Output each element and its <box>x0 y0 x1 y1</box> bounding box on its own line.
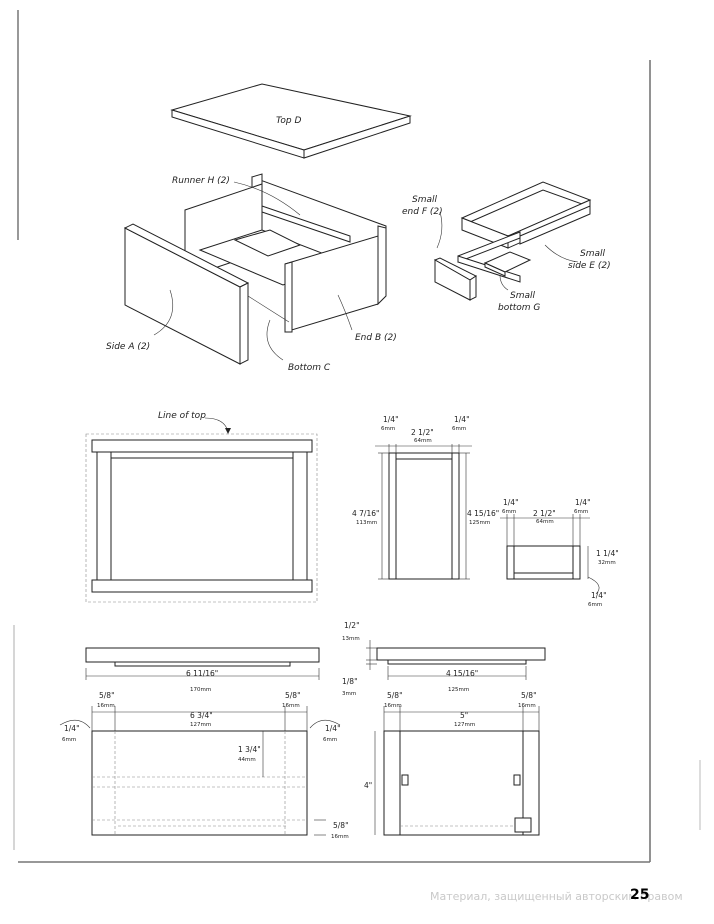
dim-end-elev-width-mm: 127mm <box>454 722 475 728</box>
dim-end-top-right-in: 1/4" <box>454 415 470 424</box>
dim-top-left-width-in: 6 11/16" <box>186 669 218 678</box>
dim-top-right-width-in: 4 15/16" <box>446 669 478 678</box>
dim-end-height-right-mm: 125mm <box>469 520 490 526</box>
dim-small-top-left-mm: 6mm <box>502 509 516 515</box>
dim-top-right-thickness-in: 1/2" <box>344 621 360 630</box>
front-view <box>85 417 318 603</box>
label-end-b: End B (2) <box>355 333 397 343</box>
label-runner-h: Runner H (2) <box>172 176 230 186</box>
dim-end-elev-right-margin-in: 5/8" <box>521 691 537 700</box>
exploded-leaders <box>153 181 579 361</box>
dim-top-right-lip-in: 1/8" <box>342 677 358 686</box>
dim-end-top-mid-mm: 64mm <box>414 438 432 444</box>
label-small-bottom-line1: Small <box>510 291 535 301</box>
end-elevation <box>374 706 540 836</box>
page-frame <box>13 10 701 863</box>
top-panel-d <box>170 83 412 159</box>
dim-side-left-edge-mm: 6mm <box>62 737 76 743</box>
dim-side-bottom-in: 5/8" <box>333 821 349 830</box>
dim-small-height-mm: 32mm <box>598 560 616 566</box>
dim-end-elev-left-margin-mm: 16mm <box>384 703 402 709</box>
label-side-a: Side A (2) <box>106 342 150 352</box>
dim-end-elev-height: 4" <box>364 781 372 790</box>
dim-top-left-width-mm: 170mm <box>190 687 211 693</box>
dim-side-bottom-mm: 16mm <box>331 834 349 840</box>
dim-small-top-mid-mm: 64mm <box>536 519 554 525</box>
dim-top-right-lip-mm: 3mm <box>342 691 356 697</box>
dim-small-bottom-in: 1/4" <box>591 591 607 600</box>
page-number: 25 <box>630 887 650 903</box>
top-section-left <box>85 647 320 680</box>
dim-side-height-mm: 44mm <box>238 757 256 763</box>
dim-small-top-mid-in: 2 1/2" <box>533 509 556 518</box>
end-view <box>375 444 472 580</box>
exploded-view: Top D <box>106 83 611 373</box>
dim-side-right-margin-mm: 16mm <box>282 703 300 709</box>
dim-side-inner-width-in: 6 3/4" <box>190 711 213 720</box>
dim-side-right-edge-in: 1/4" <box>325 724 341 733</box>
dim-side-left-edge-in: 1/4" <box>64 724 80 733</box>
dim-side-left-margin-in: 5/8" <box>99 691 115 700</box>
label-line-of-top: Line of top <box>158 411 206 421</box>
dim-small-top-right-in: 1/4" <box>575 498 591 507</box>
label-bottom-c: Bottom C <box>288 363 331 373</box>
main-box-carcass <box>123 173 387 365</box>
dim-side-right-edge-mm: 6mm <box>323 737 337 743</box>
dim-side-left-margin-mm: 16mm <box>97 703 115 709</box>
dim-end-elev-width-in: 5" <box>460 711 468 720</box>
dim-end-elev-left-margin-in: 5/8" <box>387 691 403 700</box>
label-small-side-line1: Small <box>580 249 605 259</box>
small-box-view <box>500 514 600 595</box>
copyright-watermark: Материал, защищенный авторским правом <box>430 890 683 903</box>
dim-end-height-right-in: 4 15/16" <box>467 509 499 518</box>
dim-small-height-in: 1 1/4" <box>596 549 619 558</box>
side-elevation <box>59 706 341 836</box>
dim-small-bottom-mm: 6mm <box>588 602 602 608</box>
dim-end-top-right-mm: 6mm <box>452 426 466 432</box>
dim-side-right-margin-in: 5/8" <box>285 691 301 700</box>
top-section-right <box>366 640 546 680</box>
dim-end-height-left-mm: 113mm <box>356 520 377 526</box>
dim-side-height-in: 1 3/4" <box>238 745 261 754</box>
label-top-d: Top D <box>276 116 301 126</box>
dim-top-right-thickness-mm: 13mm <box>342 636 360 642</box>
dim-top-right-width-mm: 125mm <box>448 687 469 693</box>
label-small-end-line1: Small <box>412 195 437 205</box>
dim-end-top-left-in: 1/4" <box>383 415 399 424</box>
small-drawer <box>433 181 592 301</box>
dim-end-height-left-in: 4 7/16" <box>352 509 379 518</box>
dim-end-elev-right-margin-mm: 16mm <box>518 703 536 709</box>
dim-end-top-left-mm: 6mm <box>381 426 395 432</box>
dim-end-top-mid-in: 2 1/2" <box>411 428 434 437</box>
dim-side-inner-width-mm: 127mm <box>190 722 211 728</box>
label-small-bottom-line2: bottom G <box>498 303 540 313</box>
dim-small-top-left-in: 1/4" <box>503 498 519 507</box>
dim-small-top-right-mm: 6mm <box>574 509 588 515</box>
label-small-end-line2: end F (2) <box>402 207 443 217</box>
label-small-side-line2: side E (2) <box>568 261 611 271</box>
